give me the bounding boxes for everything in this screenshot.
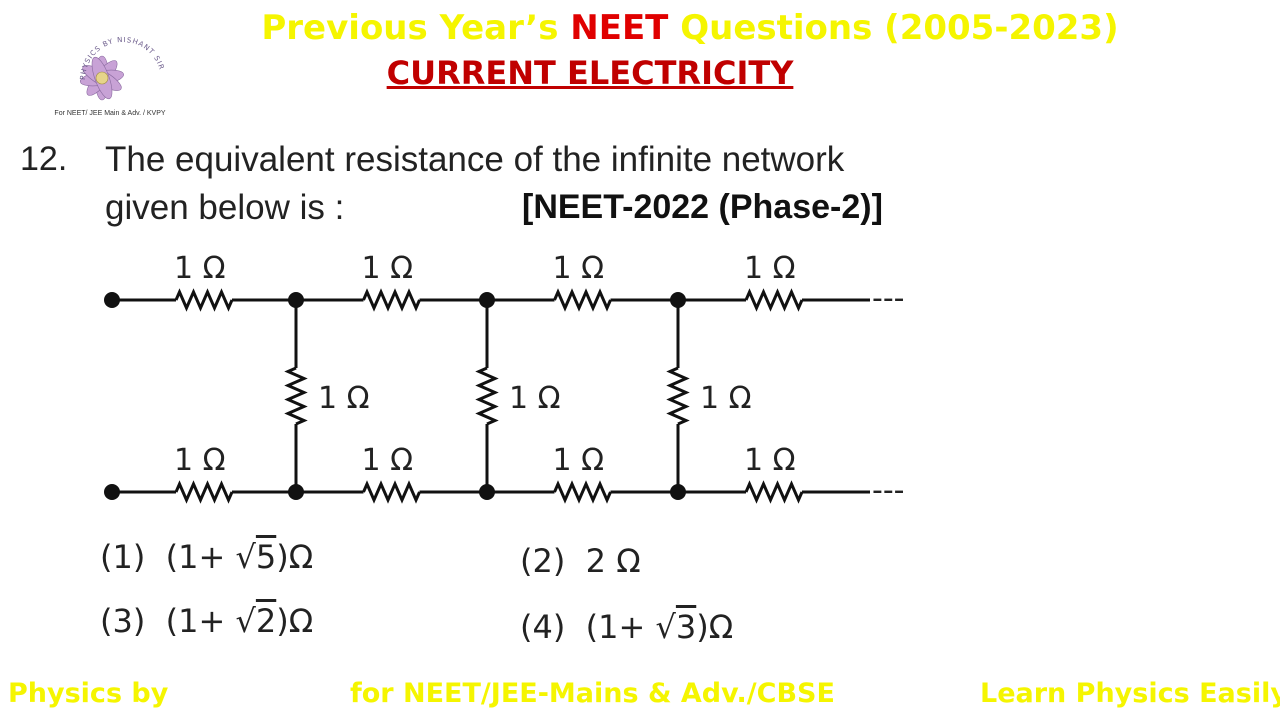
resistor-bottom-2 (362, 480, 421, 504)
option-2: (2) 2 Ω (520, 542, 641, 580)
footer-left: Physics by (8, 678, 169, 709)
terminal-top (104, 292, 120, 308)
logo-flower-icon: PHYSICS BY NISHANT SIR (79, 36, 165, 101)
resistor-shunt-2 (475, 366, 499, 426)
junction-bottom-1 (288, 484, 304, 500)
resistor-top-1 (174, 288, 234, 312)
resistor-label-shunt-1: 1 Ω (318, 381, 370, 416)
resistor-label-bottom-2: 1 Ω (362, 443, 414, 478)
junction-bottom-3 (670, 484, 686, 500)
junction-top-2 (479, 292, 495, 308)
junction-top-1 (288, 292, 304, 308)
page-title: Previous Year’s NEET Questions (2005-202… (140, 8, 1240, 48)
option-1-radicand: 5 (255, 538, 277, 576)
question-text-line1: The equivalent resistance of the infinit… (105, 140, 845, 179)
option-1: (1) (1+ √5)Ω (100, 538, 313, 576)
resistor-label-top-1: 1 Ω (174, 251, 226, 286)
footer-center: for NEET/JEE-Mains & Adv./CBSE (350, 678, 835, 709)
option-1-post: )Ω (276, 538, 314, 576)
resistor-top-2 (362, 288, 421, 312)
option-3-pre: (1+ √ (165, 602, 256, 640)
resistor-top-4 (744, 288, 804, 312)
option-4-number: (4) (520, 608, 566, 646)
question-text-line2: given below is : (105, 188, 345, 227)
option-3-radicand: 2 (255, 602, 277, 640)
title-suffix: Questions (2005-2023) (668, 8, 1119, 48)
option-2-text: 2 Ω (585, 542, 641, 580)
resistor-top-3 (553, 288, 612, 312)
page-subtitle: CURRENT ELECTRICITY (386, 54, 794, 92)
title-highlight: NEET (570, 8, 669, 48)
title-prefix: Previous Year’s (261, 8, 571, 48)
continuation-dots-top: --- (872, 281, 904, 316)
option-1-number: (1) (100, 538, 146, 576)
terminal-bottom (104, 484, 120, 500)
footer-right: Learn Physics Easily (980, 678, 1280, 709)
resistor-shunt-3 (666, 366, 690, 426)
option-4-post: )Ω (696, 608, 734, 646)
question-number: 12. (20, 140, 68, 178)
option-1-pre: (1+ √ (165, 538, 256, 576)
option-4-radicand: 3 (675, 608, 697, 646)
resistor-label-bottom-3: 1 Ω (553, 443, 605, 478)
option-3-post: )Ω (276, 602, 314, 640)
junction-top-3 (670, 292, 686, 308)
resistor-label-bottom-1: 1 Ω (174, 443, 226, 478)
continuation-dots-bottom: --- (872, 473, 904, 508)
option-3: (3) (1+ √2)Ω (100, 602, 313, 640)
option-2-number: (2) (520, 542, 566, 580)
junction-bottom-2 (479, 484, 495, 500)
resistor-shunt-1 (284, 366, 308, 426)
resistor-bottom-1 (174, 480, 234, 504)
option-3-number: (3) (100, 602, 146, 640)
resistor-label-bottom-4: 1 Ω (744, 443, 796, 478)
infinite-resistor-network-diagram: 1 Ω 1 Ω 1 Ω 1 Ω --- 1 Ω 1 Ω 1 Ω 1 Ω --- 1 Ω 1 Ω 1 Ω (104, 251, 904, 508)
resistor-bottom-4 (744, 480, 804, 504)
resistor-label-top-3: 1 Ω (553, 251, 605, 286)
option-4: (4) (1+ √3)Ω (520, 608, 733, 646)
option-4-pre: (1+ √ (585, 608, 676, 646)
logo-caption: For NEET/ JEE Main & Adv. / KVPY (54, 110, 166, 117)
resistor-label-shunt-3: 1 Ω (700, 381, 752, 416)
resistor-label-top-4: 1 Ω (744, 251, 796, 286)
resistor-bottom-3 (553, 480, 612, 504)
resistor-label-top-2: 1 Ω (362, 251, 414, 286)
resistor-label-shunt-2: 1 Ω (509, 381, 561, 416)
exam-tag: [NEET-2022 (Phase-2)] (522, 188, 883, 226)
